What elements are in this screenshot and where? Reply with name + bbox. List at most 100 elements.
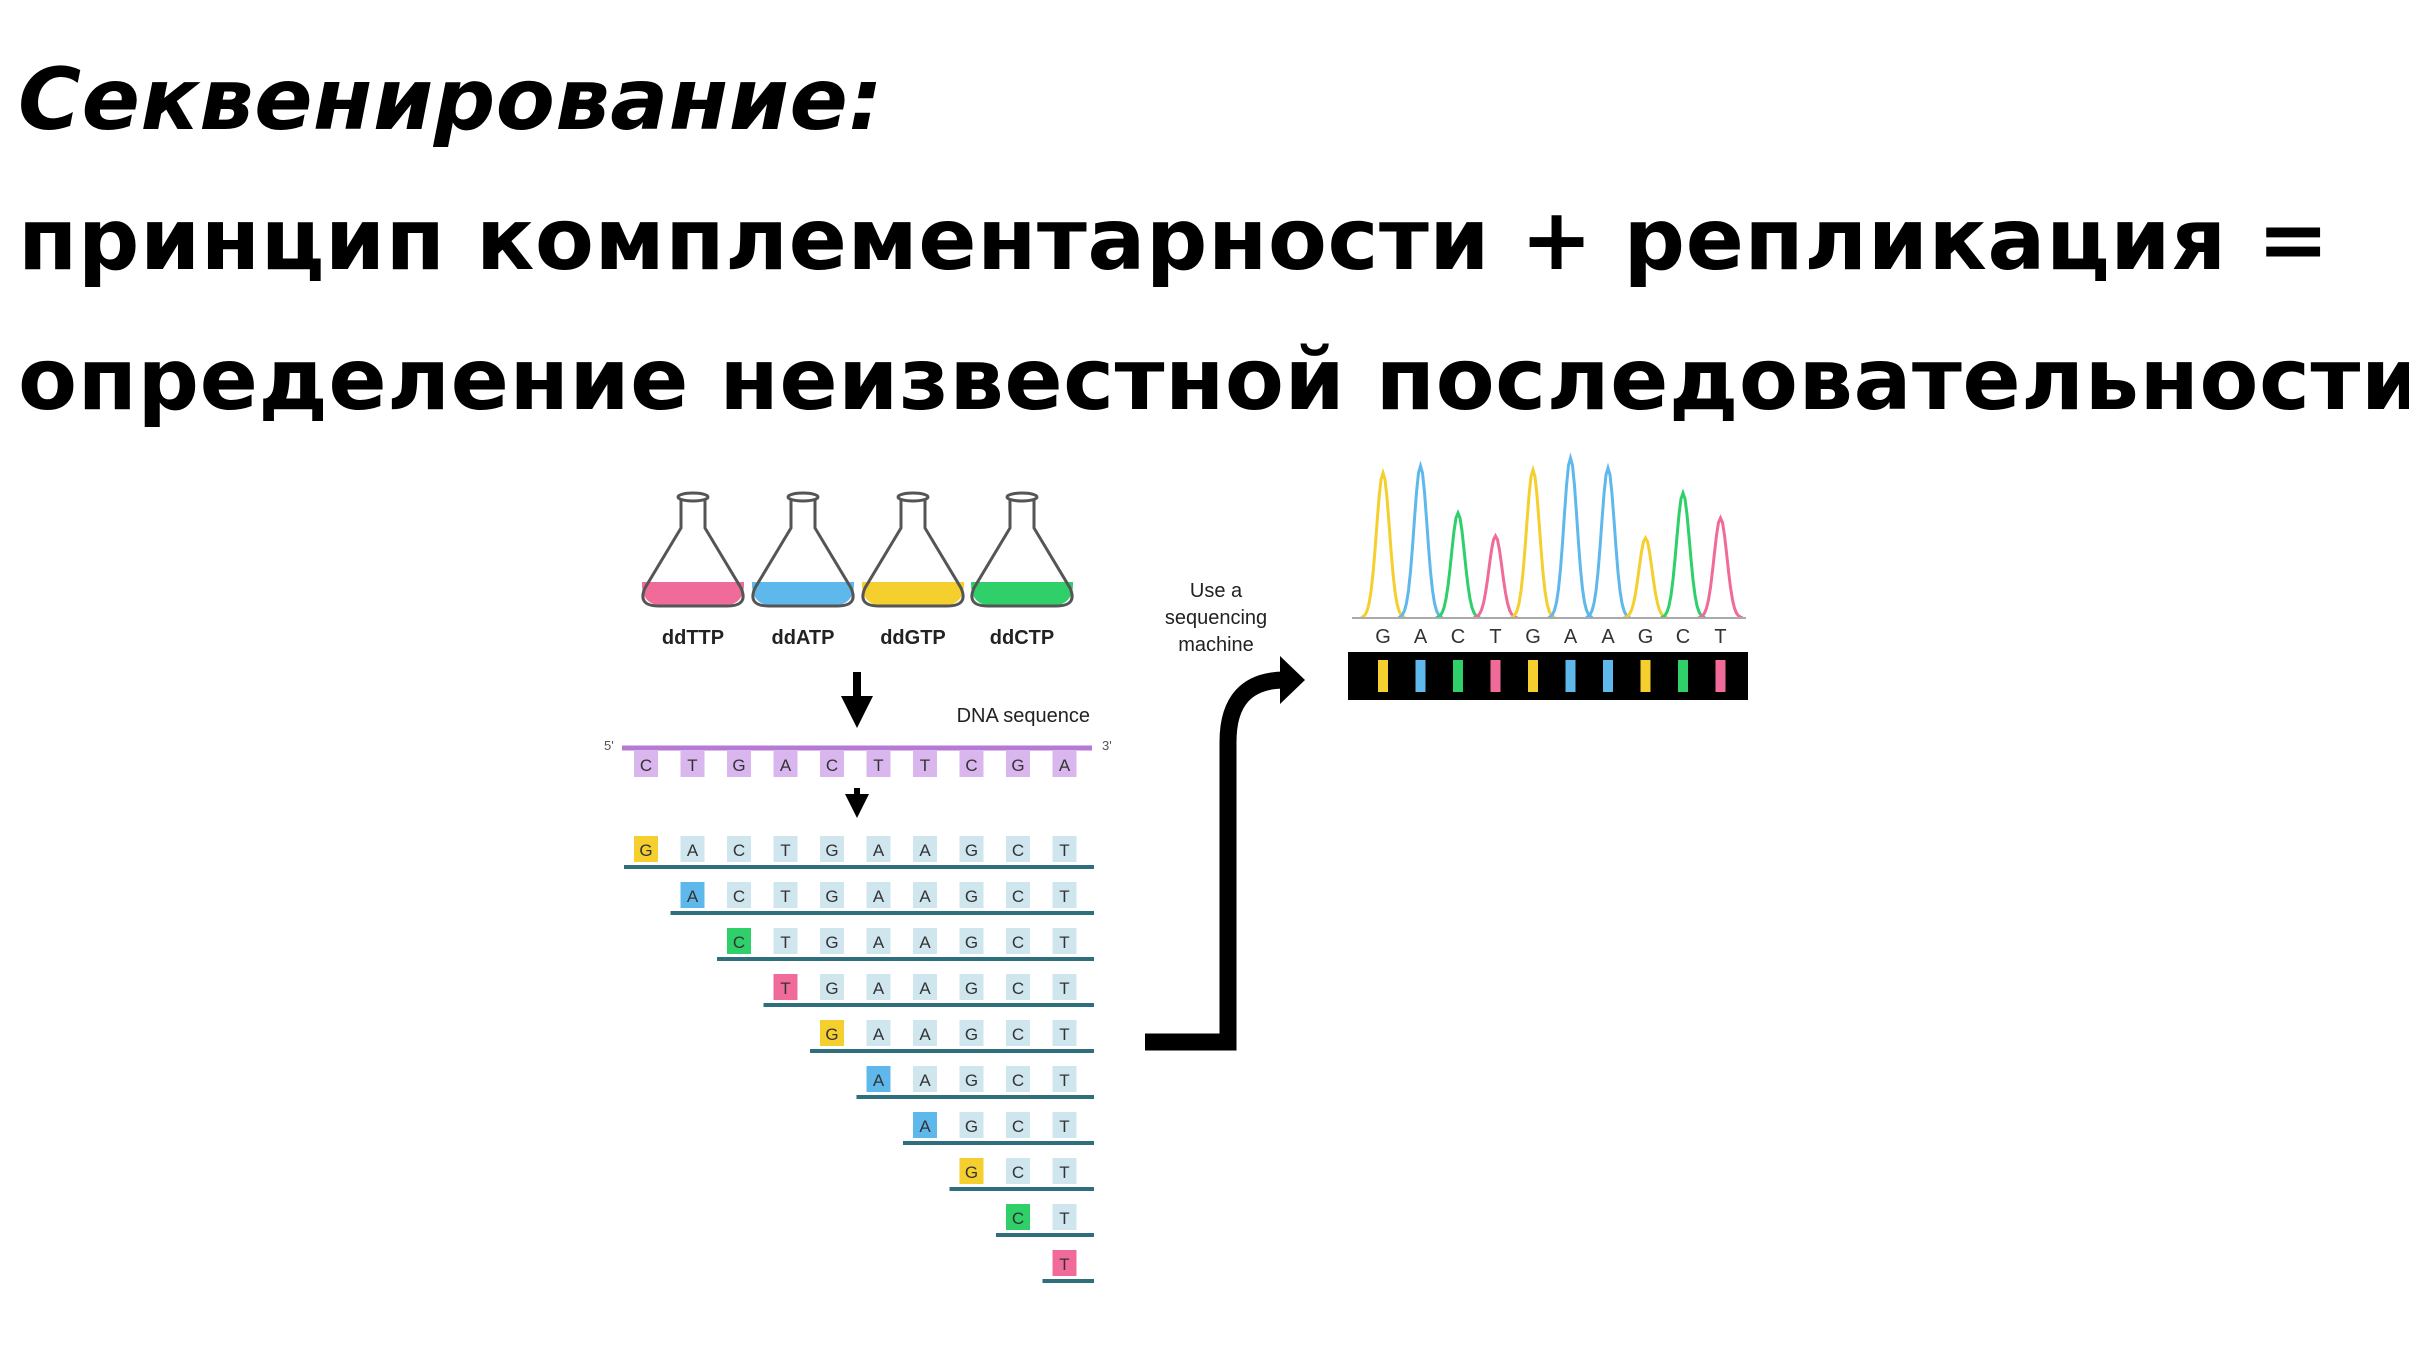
template-base-letter: C xyxy=(965,756,977,775)
template-base-letter: G xyxy=(1011,756,1024,775)
chromatogram-peak xyxy=(1661,493,1705,618)
fragment-base-letter: T xyxy=(780,933,790,952)
fragment-base-letter: G xyxy=(965,1071,978,1090)
template-base-letter: A xyxy=(1059,756,1071,775)
three-prime-label: 3' xyxy=(1102,738,1112,753)
fragment-base-letter: T xyxy=(1059,979,1069,998)
flask-ddttp: ddTTP xyxy=(642,493,744,649)
fragment-row: GCT xyxy=(950,1158,1095,1189)
machine-arrow xyxy=(1145,656,1305,1042)
fragment-base-letter: A xyxy=(919,841,931,860)
template-base-letter: C xyxy=(640,756,652,775)
read-bar-stripe xyxy=(1378,660,1388,692)
elbow-arrow xyxy=(1145,680,1285,1042)
flask-rim xyxy=(898,493,928,501)
fragment-base-letter: A xyxy=(873,1025,885,1044)
fragment-base-letter: T xyxy=(1059,1255,1069,1274)
chromatogram-peak xyxy=(1586,468,1630,618)
chromatogram-peak xyxy=(1511,470,1555,618)
flask-label: ddGTP xyxy=(880,627,946,649)
chromatogram-peak xyxy=(1436,513,1480,618)
dna-sequence-label: DNA sequence xyxy=(957,705,1090,727)
fragment-base-letter: C xyxy=(1012,1117,1024,1136)
flask-liquid xyxy=(752,582,854,606)
fragment-base-letter: A xyxy=(873,841,885,860)
template-base-letter: A xyxy=(780,756,792,775)
fragment-base-letter: G xyxy=(965,841,978,860)
fragment-base-letter: T xyxy=(1059,1163,1069,1182)
template-base-letter: T xyxy=(920,756,930,775)
read-bar-stripe xyxy=(1453,660,1463,692)
fragment-base-letter: A xyxy=(919,933,931,952)
fragment-base-letter: A xyxy=(919,1117,931,1136)
fragment-base-letter: C xyxy=(1012,887,1024,906)
read-base-letter: T xyxy=(1489,626,1501,648)
chromatogram-peak xyxy=(1474,536,1518,618)
fragment-base-letter: T xyxy=(780,979,790,998)
elbow-arrow-head xyxy=(1280,656,1305,704)
fragment-row: T xyxy=(1043,1250,1095,1281)
fragment-base-letter: G xyxy=(965,1025,978,1044)
fragment-base-letter: A xyxy=(873,1071,885,1090)
fragment-base-letter: C xyxy=(1012,933,1024,952)
fragment-base-letter: A xyxy=(687,841,699,860)
machine-label-line: sequencing xyxy=(1165,607,1267,629)
read-base-letter: C xyxy=(1676,626,1690,648)
read-base-letter: A xyxy=(1414,626,1428,648)
read-base-letter: A xyxy=(1601,626,1615,648)
flask-label: ddATP xyxy=(772,627,835,649)
fragment-base-letter: A xyxy=(873,887,885,906)
flask-liquid xyxy=(971,582,1073,606)
flask-rim xyxy=(1007,493,1037,501)
read-bar-stripe xyxy=(1603,660,1613,692)
fragment-base-letter: G xyxy=(825,887,838,906)
fragment-row: AAGCT xyxy=(857,1066,1095,1097)
flask-group: ddTTP ddATP ddGTP ddCTP xyxy=(642,493,1073,649)
five-prime-label: 5' xyxy=(604,738,614,753)
fragment-row: AGCT xyxy=(903,1112,1094,1143)
fragment-base-letter: C xyxy=(1012,979,1024,998)
fragment-base-letter: T xyxy=(1059,841,1069,860)
fragment-base-letter: T xyxy=(1059,1071,1069,1090)
fragment-base-letter: C xyxy=(1012,1163,1024,1182)
read-base-letter: A xyxy=(1564,626,1578,648)
fragment-base-letter: G xyxy=(965,933,978,952)
fragment-base-letter: G xyxy=(825,1025,838,1044)
fragment-base-letter: A xyxy=(919,1025,931,1044)
fragment-row: GACTGAAGCT xyxy=(624,836,1094,867)
fragment-base-letter: C xyxy=(733,933,745,952)
flask-liquid xyxy=(642,582,744,606)
read-bar-stripe xyxy=(1641,660,1651,692)
read-base-letter: C xyxy=(1451,626,1465,648)
read-base-letter: G xyxy=(1525,626,1541,648)
fragment-base-letter: G xyxy=(825,933,838,952)
read-base-letter: G xyxy=(1638,626,1654,648)
fragment-base-letter: G xyxy=(639,841,652,860)
fragment-base-letter: A xyxy=(919,1071,931,1090)
read-base-letter: G xyxy=(1375,626,1391,648)
fragment-base-letter: A xyxy=(873,933,885,952)
chromatogram-peak xyxy=(1549,458,1593,618)
fragment-base-letter: T xyxy=(1059,1209,1069,1228)
chromatogram-peak xyxy=(1399,466,1443,618)
fragment-base-letter: C xyxy=(733,841,745,860)
machine-label-line: machine xyxy=(1178,634,1254,656)
flask-label: ddTTP xyxy=(662,627,724,649)
fragment-base-letter: A xyxy=(873,979,885,998)
template-base-letter: C xyxy=(826,756,838,775)
template-base-letter: T xyxy=(873,756,883,775)
fragment-base-letter: T xyxy=(1059,1117,1069,1136)
fragment-base-letter: A xyxy=(919,979,931,998)
read-bar-stripe xyxy=(1528,660,1538,692)
fragment-base-letter: C xyxy=(733,887,745,906)
flask-ddctp: ddCTP xyxy=(971,493,1073,649)
fragment-base-letter: A xyxy=(687,887,699,906)
